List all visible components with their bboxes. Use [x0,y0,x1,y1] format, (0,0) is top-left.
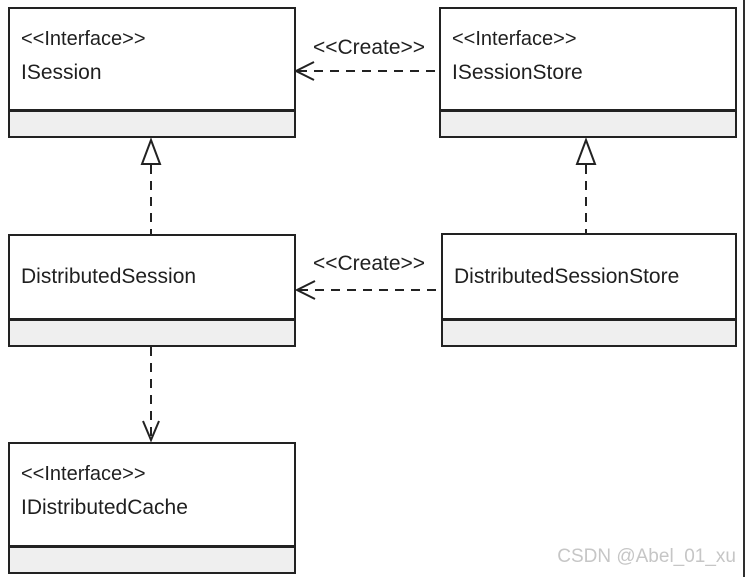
class-header: <<Interface>> ISession [10,9,294,112]
class-header: DistributedSession [10,236,294,321]
class-name: DistributedSessionStore [454,264,680,288]
class-stereotype: <<Interface>> [21,463,146,485]
class-name: DistributedSession [21,265,197,288]
attributes-compartment [441,112,735,136]
create-arrow-isessionstore-to-isession [293,61,439,81]
watermark: CSDN @Abel_01_xu [557,546,736,567]
open-arrowhead-icon [293,61,315,81]
create-label: <<Create>> [312,36,426,59]
attributes-compartment [10,112,294,136]
class-name: IDistributedCache [21,496,188,519]
right-edge-line [743,0,745,577]
dependency-arrow-dsession-to-idistributedcache [142,347,160,443]
class-header: <<Interface>> ISessionStore [441,9,735,112]
class-box-isession: <<Interface>> ISession [8,7,296,138]
hollow-triangle-icon [575,137,597,165]
realization-arrow-dsessionstore-to-isessionstore [575,137,597,233]
class-stereotype: <<Interface>> [452,28,577,50]
class-name: ISession [21,61,102,84]
create-label: <<Create>> [312,252,426,275]
attributes-compartment [10,548,294,572]
hollow-triangle-icon [140,137,162,165]
class-name: ISessionStore [452,61,583,84]
open-arrowhead-icon [142,420,160,443]
class-box-idistributedcache: <<Interface>> IDistributedCache [8,442,296,574]
class-stereotype: <<Interface>> [21,28,146,50]
attributes-compartment [10,321,294,345]
class-box-distributedsessionstore: DistributedSessionStore [441,233,737,347]
realization-arrow-dsession-to-isession [140,137,162,234]
create-arrow-dsessionstore-to-dsession [294,280,441,300]
open-arrowhead-icon [294,280,316,300]
class-box-distributedsession: DistributedSession [8,234,296,347]
class-header: DistributedSessionStore [443,235,735,321]
attributes-compartment [443,321,735,345]
class-box-isessionstore: <<Interface>> ISessionStore [439,7,737,138]
class-header: <<Interface>> IDistributedCache [10,444,294,548]
